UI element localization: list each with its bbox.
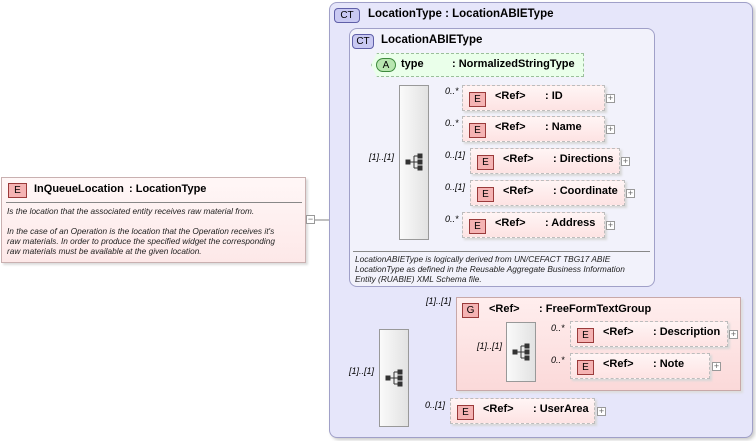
element-ref: <Ref> xyxy=(603,358,634,370)
group-ref: <Ref> xyxy=(489,303,520,315)
element-cardinality: 0..[1] xyxy=(445,150,466,160)
annotation-line-3: Entity (RUABIE) XML Schema file. xyxy=(355,274,482,284)
element-badge: E xyxy=(469,92,486,107)
element-address[interactable]: E <Ref> : Address xyxy=(462,212,605,238)
element-badge: E xyxy=(469,123,486,138)
element-cardinality: 0..* xyxy=(445,214,459,224)
element-badge: E xyxy=(457,405,474,420)
expand-toggle[interactable]: + xyxy=(606,93,615,103)
element-name: : Coordinate xyxy=(553,185,618,197)
root-divider xyxy=(6,202,302,203)
element-ref: <Ref> xyxy=(483,403,514,415)
element-coordinate[interactable]: E <Ref> : Coordinate xyxy=(470,180,625,206)
element-name: : ID xyxy=(545,90,563,102)
element-name: : Address xyxy=(545,217,596,229)
expand-toggle[interactable]: + xyxy=(606,220,615,230)
sequence-cardinality: [1]..[1] xyxy=(369,152,395,162)
sequence-compositor[interactable] xyxy=(399,85,429,240)
element-cardinality: 0..[1] xyxy=(445,182,466,192)
complex-type-badge: CT xyxy=(334,8,360,23)
element-badge: E xyxy=(577,360,594,375)
element-description[interactable]: E <Ref> : Description xyxy=(570,321,728,347)
outer-sequence-cardinality: [1]..[1] xyxy=(349,366,375,376)
group-cardinality: [1]..[1] xyxy=(426,296,452,306)
outer-type-title: LocationType : LocationABIEType xyxy=(368,8,554,20)
attribute-name: type xyxy=(401,58,424,70)
element-cardinality: 0..[1] xyxy=(425,400,446,410)
element-userarea[interactable]: E <Ref> : UserArea xyxy=(450,398,595,424)
group-name: : FreeFormTextGroup xyxy=(539,303,652,315)
annotation-line-2: LocationType as defined in the Reusable … xyxy=(355,264,625,274)
element-name: : Note xyxy=(653,358,685,370)
root-element-box[interactable]: E InQueueLocation : LocationType Is the … xyxy=(1,177,306,263)
element-name: : Description xyxy=(653,326,721,338)
element-cardinality: 0..* xyxy=(445,86,459,96)
annotation-divider xyxy=(353,251,650,252)
collapse-toggle[interactable]: − xyxy=(306,214,315,224)
root-description-2b: raw materials. In order to produce the s… xyxy=(7,236,275,246)
element-name: : UserArea xyxy=(533,403,589,415)
element-badge: E xyxy=(8,183,27,198)
element-name: : Name xyxy=(545,121,582,133)
inner-type-title: LocationABIEType xyxy=(381,34,483,46)
attribute-type[interactable] xyxy=(371,53,584,77)
element-ref: <Ref> xyxy=(495,217,526,229)
element-ref: <Ref> xyxy=(503,153,534,165)
group-sequence-cardinality: [1]..[1] xyxy=(477,341,503,351)
element-badge: E xyxy=(477,187,494,202)
element-note[interactable]: E <Ref> : Note xyxy=(570,353,710,379)
expand-toggle[interactable]: + xyxy=(626,188,635,198)
expand-toggle[interactable]: + xyxy=(606,124,615,134)
group-badge: G xyxy=(462,303,479,318)
element-ref: <Ref> xyxy=(603,326,634,338)
root-description-1: Is the location that the associated enti… xyxy=(7,206,255,216)
element-cardinality: 0..* xyxy=(445,118,459,128)
root-description-2a: In the case of an Operation is the locat… xyxy=(7,226,275,236)
inner-complex-type-badge: CT xyxy=(352,34,374,49)
attribute-badge: A xyxy=(376,58,396,72)
root-description-2c: raw materials must be available at the g… xyxy=(7,246,202,256)
element-badge: E xyxy=(477,155,494,170)
expand-toggle[interactable]: + xyxy=(621,156,630,166)
element-badge: E xyxy=(577,328,594,343)
expand-toggle[interactable]: + xyxy=(712,361,721,371)
element-cardinality: 0..* xyxy=(551,323,565,333)
expand-toggle[interactable]: + xyxy=(597,406,606,416)
root-element-name: InQueueLocation xyxy=(34,183,124,195)
annotation-line-1: LocationABIEType is logically derived fr… xyxy=(355,254,611,264)
element-badge: E xyxy=(469,219,486,234)
element-name: : Directions xyxy=(553,153,614,165)
element-ref: <Ref> xyxy=(503,185,534,197)
element-ref: <Ref> xyxy=(495,90,526,102)
element-ref: <Ref> xyxy=(495,121,526,133)
element-name-ref[interactable]: E <Ref> : Name xyxy=(462,116,605,142)
expand-toggle[interactable]: + xyxy=(729,329,738,339)
root-element-type: : LocationType xyxy=(129,183,207,195)
element-directions[interactable]: E <Ref> : Directions xyxy=(470,148,620,174)
element-cardinality: 0..* xyxy=(551,355,565,365)
element-id[interactable]: E <Ref> : ID xyxy=(462,85,605,111)
attribute-type-label: : NormalizedStringType xyxy=(452,58,575,70)
